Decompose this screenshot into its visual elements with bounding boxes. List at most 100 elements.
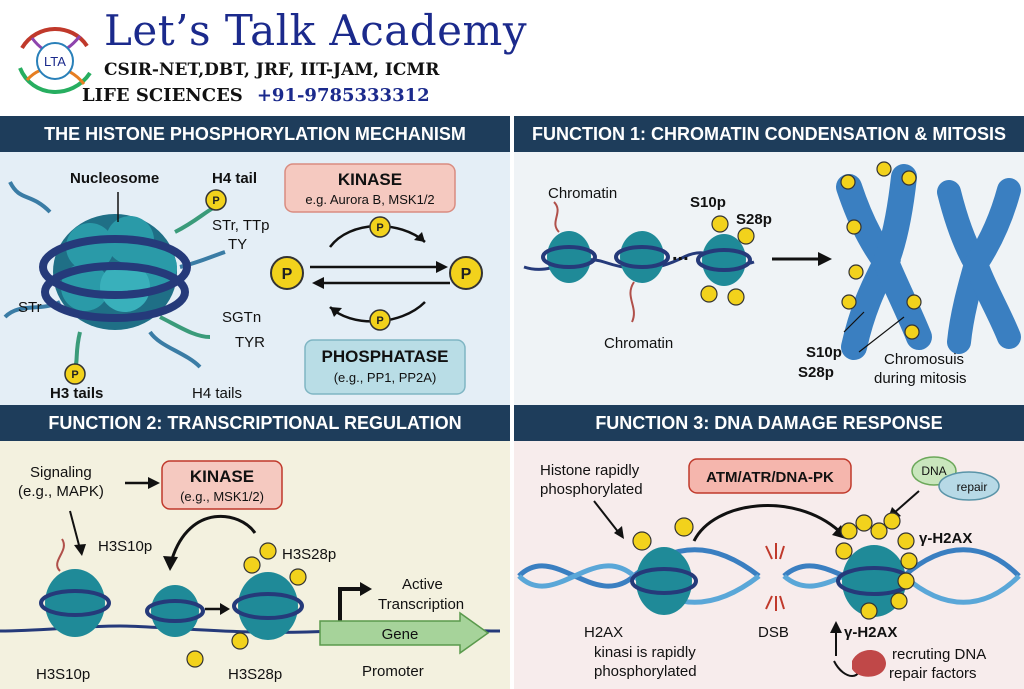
sgtn-label: SGTn <box>222 309 261 326</box>
during-mitosis-label: during mitosis <box>874 370 967 387</box>
phosphorylated-label: phosphorylated <box>540 481 643 498</box>
gene-arrow <box>319 611 490 655</box>
phosphate-icon <box>64 363 86 385</box>
repair-factors-label: repair factors <box>889 665 977 682</box>
tail <box>148 330 202 369</box>
h3s28p-label-top: H3S28p <box>282 546 336 563</box>
nucleosome-icon <box>630 547 698 615</box>
phosphate-label: P <box>376 315 383 327</box>
gamma-h2ax-label-top: γ-H2AX <box>919 530 972 547</box>
panel-transcription: FUNCTION 2: TRANSCRIPTIONAL REGULATION S… <box>0 405 510 689</box>
nucleosome-label: Nucleosome <box>70 170 159 187</box>
chromatin-label-bottom: Chromatin <box>604 335 673 352</box>
kinase-examples: (e.g., MSK1/2) <box>180 489 264 504</box>
transcription-label: Transcription <box>378 596 464 613</box>
ty-label: TY <box>228 236 247 253</box>
tail <box>159 315 211 339</box>
dsb-break-icon <box>765 543 785 611</box>
panel-dna-damage-title: FUNCTION 3: DNA DAMAGE RESPONSE <box>514 405 1024 441</box>
phosphate-label: P <box>376 222 383 234</box>
arrow-icon <box>170 514 257 560</box>
arrow-head-icon <box>818 252 832 266</box>
phosphate-icon <box>205 189 227 211</box>
signaling-label: Signaling <box>30 464 92 481</box>
promoter-label: Promoter <box>362 663 424 680</box>
arrow-icon <box>692 504 840 542</box>
chromosome-label: Chromosuis <box>884 351 964 368</box>
nucleosome-icon <box>696 234 752 286</box>
nucleosome-icon <box>541 231 597 283</box>
nucleosome-icon <box>232 572 304 640</box>
chromosome-icon <box>937 178 1021 354</box>
panel-chromatin-title: FUNCTION 1: CHROMATIN CONDENSATION & MIT… <box>514 116 1024 152</box>
phosphate-icon <box>369 309 391 331</box>
str-label: STr <box>18 299 42 316</box>
academy-logo-icon: LTA <box>18 27 92 94</box>
repair-factor-icon <box>852 649 886 677</box>
phosphate-icon <box>369 216 391 238</box>
s28p-label-bottom: S28p <box>798 364 834 381</box>
chromosome-icon <box>836 164 932 360</box>
kinase-examples: e.g. Aurora B, MSK1/2 <box>305 192 434 207</box>
s10p-label-bottom: S10p <box>806 344 842 361</box>
promoter-arrow-icon <box>338 587 362 621</box>
histone-rapidly-label: Histone rapidly <box>540 462 640 479</box>
tail <box>8 181 52 214</box>
panel-dna-damage: FUNCTION 3: DNA DAMAGE RESPONSE Histone … <box>514 405 1024 689</box>
signaling-example: (e.g., MAPK) <box>18 483 104 500</box>
active-label: Active <box>402 576 443 593</box>
phosphatase-examples: (e.g., PP1, PP2A) <box>334 370 437 385</box>
h2ax-label: H2AX <box>584 624 623 641</box>
tail <box>73 331 82 369</box>
phosphate-icon <box>711 215 729 233</box>
kinase-box <box>161 460 283 510</box>
nucleosome-icon <box>39 214 191 330</box>
phosphatase-label: PHOSPHATASE <box>322 347 449 366</box>
academy-line: LIFE SCIENCES+91-9785333312 <box>82 85 430 106</box>
panel-mechanism: THE HISTONE PHOSPHORYLATION MECHANISM Nu… <box>0 116 510 405</box>
str-ttp-label: STr, TTp <box>212 217 270 234</box>
atm-box <box>688 458 852 494</box>
chromatin-diagram: Chromatin ... S10p S28p Chromatin S10p S… <box>523 161 1021 387</box>
s28p-label: S28p <box>736 211 772 228</box>
panel-mechanism-title: THE HISTONE PHOSPHORYLATION MECHANISM <box>0 116 510 152</box>
kinase-box <box>284 163 456 213</box>
ellipsis-label: ... <box>672 243 689 265</box>
phosphate-label: P <box>282 266 293 283</box>
kinasi-label: kinasi is rapidly <box>594 644 696 661</box>
tail <box>174 205 216 234</box>
tyr-label: TYR <box>235 334 265 351</box>
header: LTA Let’s Talk Academy CSIR-NET,DBT, JRF… <box>0 0 1024 116</box>
logo-text: LTA <box>44 54 66 69</box>
mechanism-diagram: Nucleosome H4 tail P STr, TTp TY STr SGT… <box>3 163 483 402</box>
nucleosome-icon <box>145 585 205 637</box>
kinase-label: KINASE <box>338 170 402 189</box>
gamma-h2ax-label-bottom: γ-H2AX <box>844 624 897 641</box>
dna-damage-diagram: Histone rapidly phosphorylated ATM/ATR/D… <box>517 456 1021 682</box>
gene-label: Gene <box>382 626 419 643</box>
atm-label: ATM/ATR/DNA-PK <box>706 469 834 486</box>
chromatin-label-top: Chromatin <box>548 185 617 202</box>
kinase-label: KINASE <box>190 467 254 486</box>
repair-label: repair <box>957 480 988 494</box>
s10p-label: S10p <box>690 194 726 211</box>
panel-transcription-title: FUNCTION 2: TRANSCRIPTIONAL REGULATION <box>0 405 510 441</box>
academy-subtitle: CSIR-NET,DBT, JRF, IIT-JAM, ICMR <box>104 60 440 80</box>
h4-tail-label: H4 tail <box>212 170 257 187</box>
phosphate-icon <box>737 227 755 245</box>
phosphate-label: P <box>212 195 219 207</box>
phosphate-icon <box>700 285 718 303</box>
phosphatase-box <box>304 339 466 395</box>
dna-label: DNA <box>921 464 946 478</box>
recruiting-label: recruting DNA <box>892 646 986 663</box>
phosphate-icon <box>270 256 304 290</box>
nucleosome-icon <box>39 569 111 637</box>
phone-number: +91-9785333312 <box>256 85 430 106</box>
h3s10p-label-top: H3S10p <box>98 538 152 555</box>
h3s28p-label-bottom: H3S28p <box>228 666 282 683</box>
panel-chromatin: FUNCTION 1: CHROMATIN CONDENSATION & MIT… <box>514 116 1024 405</box>
transcription-diagram: Signaling (e.g., MAPK) KINASE (e.g., MSK… <box>0 460 501 683</box>
phosphate-label: P <box>71 369 78 381</box>
phosphate-icon <box>449 256 483 290</box>
h4-tails-label: H4 tails <box>192 385 242 402</box>
